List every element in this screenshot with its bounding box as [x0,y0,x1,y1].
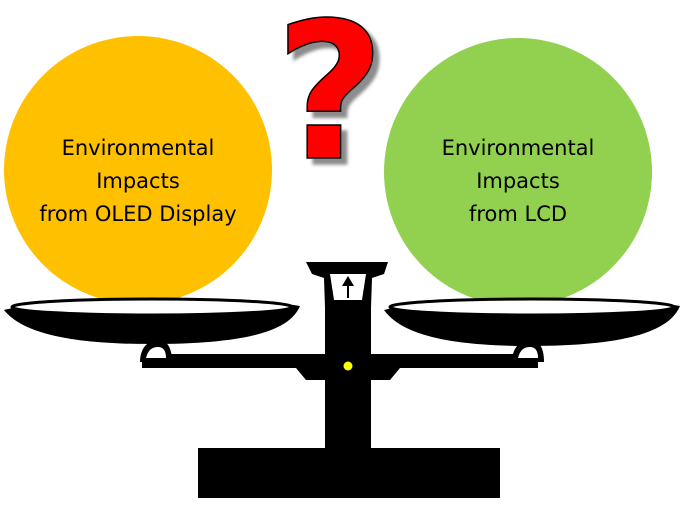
right-scale-pan [384,297,680,346]
up-arrow-icon [342,276,354,298]
lcd-impacts-circle: Environmental Impacts from LCD [384,38,652,306]
scale-beam [142,354,538,380]
lcd-label-line-3: from LCD [469,202,567,226]
scale-base [198,448,500,498]
oled-label-line-3: from OLED Display [39,202,236,226]
lcd-label-line-2: Impacts [476,169,560,193]
oled-impacts-circle: Environmental Impacts from OLED Display [4,36,272,304]
oled-circle-shape [4,36,272,304]
question-mark-icon: ? [275,0,385,203]
left-scale-pan [4,297,300,344]
oled-label-line-1: Environmental [62,136,215,160]
balance-scale-icon [4,262,680,498]
lcd-label-line-1: Environmental [442,136,595,160]
lcd-circle-shape [384,38,652,306]
oled-label-line-2: Impacts [96,169,180,193]
scale-pivot [342,360,354,372]
